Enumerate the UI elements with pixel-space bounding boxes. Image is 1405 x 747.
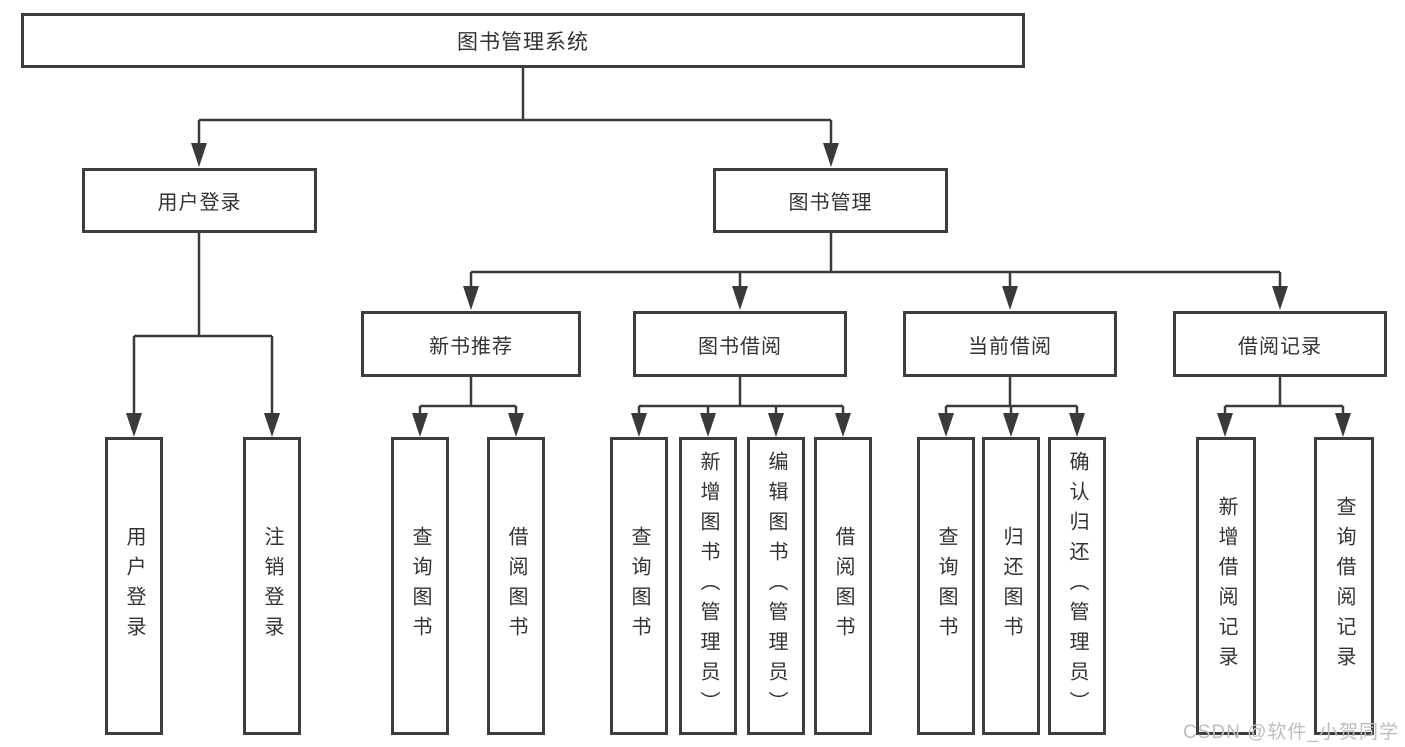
leaf-label: 新增借阅记录 [1215,496,1237,676]
leaf-borrow-books: 借阅图书 [814,437,872,735]
leaf-edit-books-admin: 编辑图书（管理员） [747,437,805,735]
leaf-label: 查询图书 [935,526,957,646]
node-book-borrow: 图书借阅 [633,311,847,377]
leaf-label: 新增图书（管理员） [697,451,719,721]
leaf-return-books: 归还图书 [982,437,1040,735]
leaf-confirm-return-admin: 确认归还（管理员） [1048,437,1106,735]
node-library-system: 图书管理系统 [21,13,1025,68]
leaf-query-books: 查询图书 [391,437,449,735]
leaf-label: 查询图书 [628,526,650,646]
node-user-login: 用户登录 [82,168,317,233]
leaf-query-books: 查询图书 [917,437,975,735]
leaf-label: 借阅图书 [505,526,527,646]
node-current-borrow: 当前借阅 [903,311,1117,377]
node-borrow-records: 借阅记录 [1173,311,1387,377]
leaf-user-login: 用户登录 [105,437,163,735]
leaf-query-books: 查询图书 [610,437,668,735]
leaf-label: 确认归还（管理员） [1066,451,1088,721]
leaf-label: 归还图书 [1000,526,1022,646]
leaf-logout: 注销登录 [243,437,301,735]
leaf-add-borrow-record: 新增借阅记录 [1196,437,1256,735]
node-new-book-recommend: 新书推荐 [361,311,581,377]
leaf-borrow-books: 借阅图书 [487,437,545,735]
leaf-label: 查询图书 [409,526,431,646]
leaf-label: 查询借阅记录 [1333,496,1355,676]
leaf-query-borrow-record: 查询借阅记录 [1314,437,1374,735]
leaf-label: 编辑图书（管理员） [765,451,787,721]
leaf-label: 借阅图书 [832,526,854,646]
leaf-label: 注销登录 [261,526,283,646]
node-book-management: 图书管理 [713,168,948,233]
leaf-add-books-admin: 新增图书（管理员） [679,437,737,735]
arrow-heads [126,143,1351,437]
leaf-label: 用户登录 [123,526,145,646]
watermark: CSDN @软件_小贺同学 [1183,722,1399,743]
